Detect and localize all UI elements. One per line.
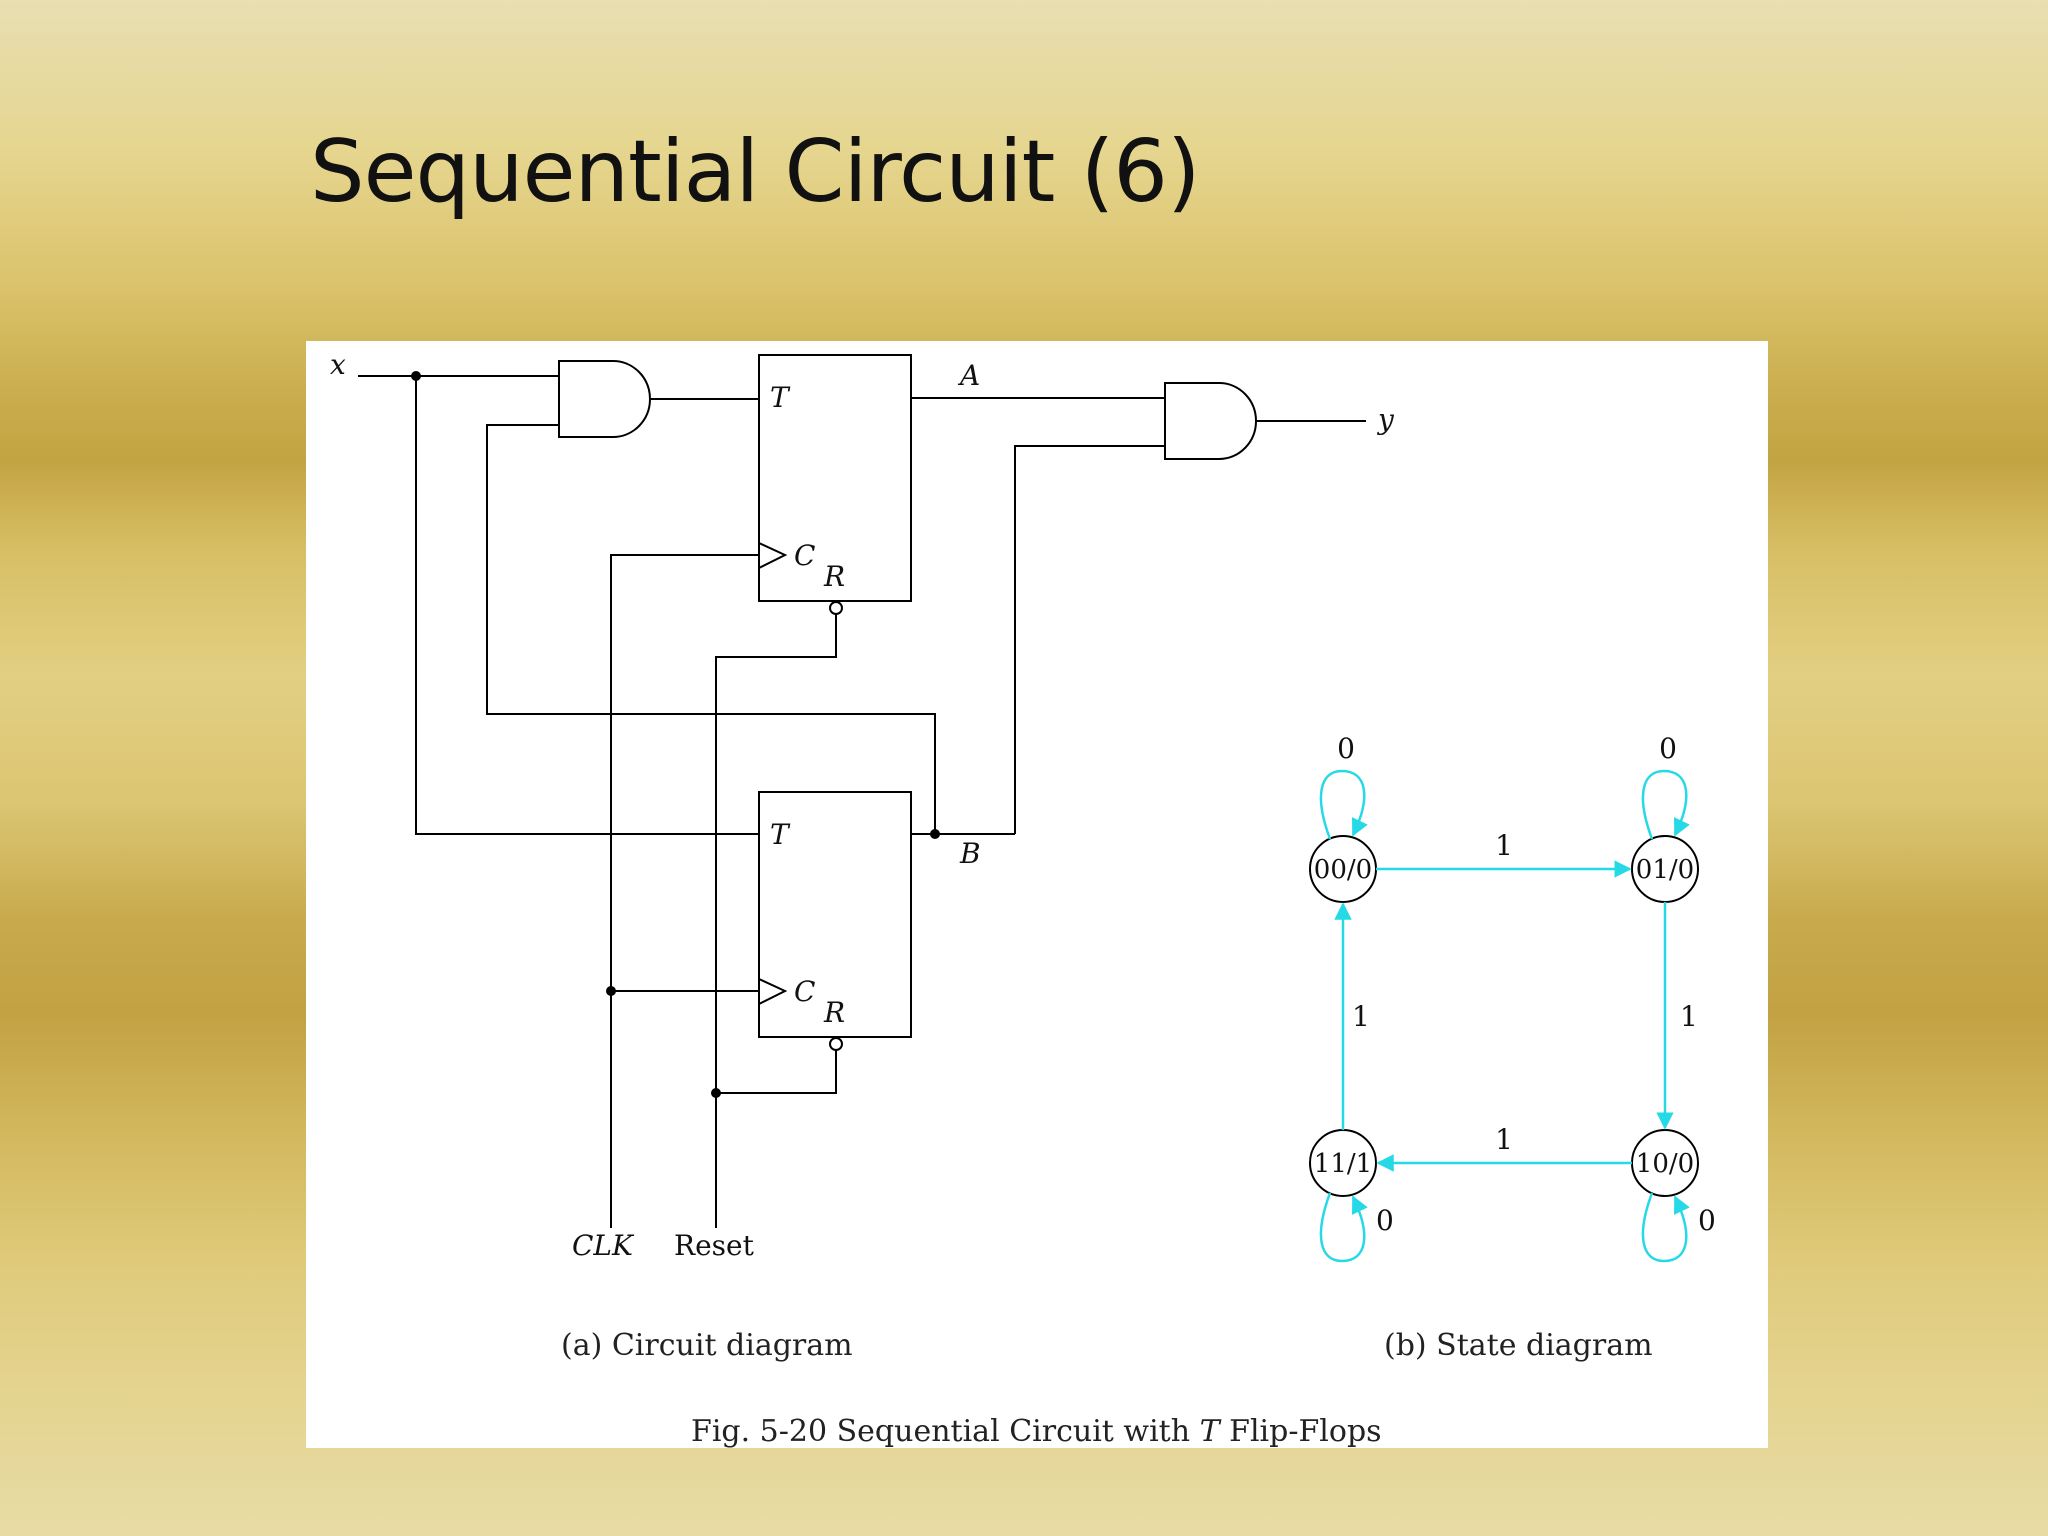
reset-wire (715, 614, 837, 1228)
state-10-label: 10/0 (1636, 1149, 1694, 1179)
self-loop-00-label: 0 (1337, 732, 1355, 765)
and-gate-2 (1164, 382, 1257, 460)
ffa-t-label: T (770, 381, 791, 414)
flip-flop-b (758, 791, 912, 1038)
state-00-label: 00/0 (1314, 855, 1372, 885)
figure-panel: x T C R A y T C R B (306, 341, 1768, 1448)
flip-flop-a (758, 354, 912, 602)
ffa-c-label: C (794, 539, 815, 572)
input-x-label: x (330, 348, 346, 381)
figure-svg: x T C R A y T C R B (330, 348, 1716, 1448)
self-loop-00 (1319, 769, 1368, 840)
figure-caption-italic: T (1200, 1414, 1222, 1448)
signal-a-label: A (957, 359, 980, 392)
ffb-r-label: R (823, 996, 845, 1029)
signal-b-label: B (959, 837, 981, 870)
ffb-t-label: T (770, 818, 791, 851)
ffa-reset-bubble (829, 601, 843, 615)
self-loop-10 (1641, 1192, 1690, 1263)
b-to-and2-wire (1014, 445, 1165, 834)
clk-wire (610, 554, 759, 1228)
self-loop-01 (1641, 769, 1690, 840)
self-loop-11 (1319, 1192, 1368, 1263)
reset-label: Reset (674, 1229, 755, 1262)
transition-00-01-label: 1 (1495, 829, 1513, 862)
self-loop-01-label: 0 (1659, 732, 1677, 765)
clk-junction (606, 986, 616, 996)
state-diagram: 00/0 01/0 10/0 11/1 1 1 1 1 0 0 0 0 (b) … (1309, 732, 1716, 1363)
clk-label: CLK (572, 1229, 635, 1262)
state-diagram-caption: (b) State diagram (1384, 1328, 1653, 1363)
transition-10-11-label: 1 (1495, 1123, 1513, 1156)
output-y-label: y (1376, 403, 1395, 436)
x-to-ffb-wire (415, 376, 759, 835)
state-01-label: 01/0 (1636, 855, 1694, 885)
ffa-r-label: R (823, 560, 845, 593)
figure-caption: Fig. 5-20 Sequential Circuit with T Flip… (691, 1414, 1382, 1448)
figure-caption-prefix: Fig. 5-20 Sequential Circuit with (691, 1414, 1200, 1448)
ffb-c-label: C (794, 975, 815, 1008)
ffb-clock-triangle (758, 978, 788, 1005)
transition-11-00-label: 1 (1352, 1000, 1370, 1033)
circuit-caption: (a) Circuit diagram (561, 1328, 853, 1363)
self-loop-11-label: 0 (1376, 1204, 1394, 1237)
reset-junction (711, 1088, 721, 1098)
ffa-clock-triangle (758, 542, 788, 569)
circuit-diagram: x T C R A y T C R B (330, 348, 1395, 1363)
ffb-reset-bubble (829, 1037, 843, 1051)
b-feedback-wire (486, 424, 936, 834)
figure-caption-suffix: Flip-Flops (1220, 1414, 1382, 1448)
b-junction (930, 829, 940, 839)
reset-to-ffb-wire (716, 1050, 837, 1094)
slide-title: Sequential Circuit (6) (310, 122, 1201, 222)
and-gate-1 (558, 360, 651, 438)
transition-01-10-label: 1 (1680, 1000, 1698, 1033)
state-11-label: 11/1 (1314, 1149, 1372, 1179)
self-loop-10-label: 0 (1698, 1204, 1716, 1237)
